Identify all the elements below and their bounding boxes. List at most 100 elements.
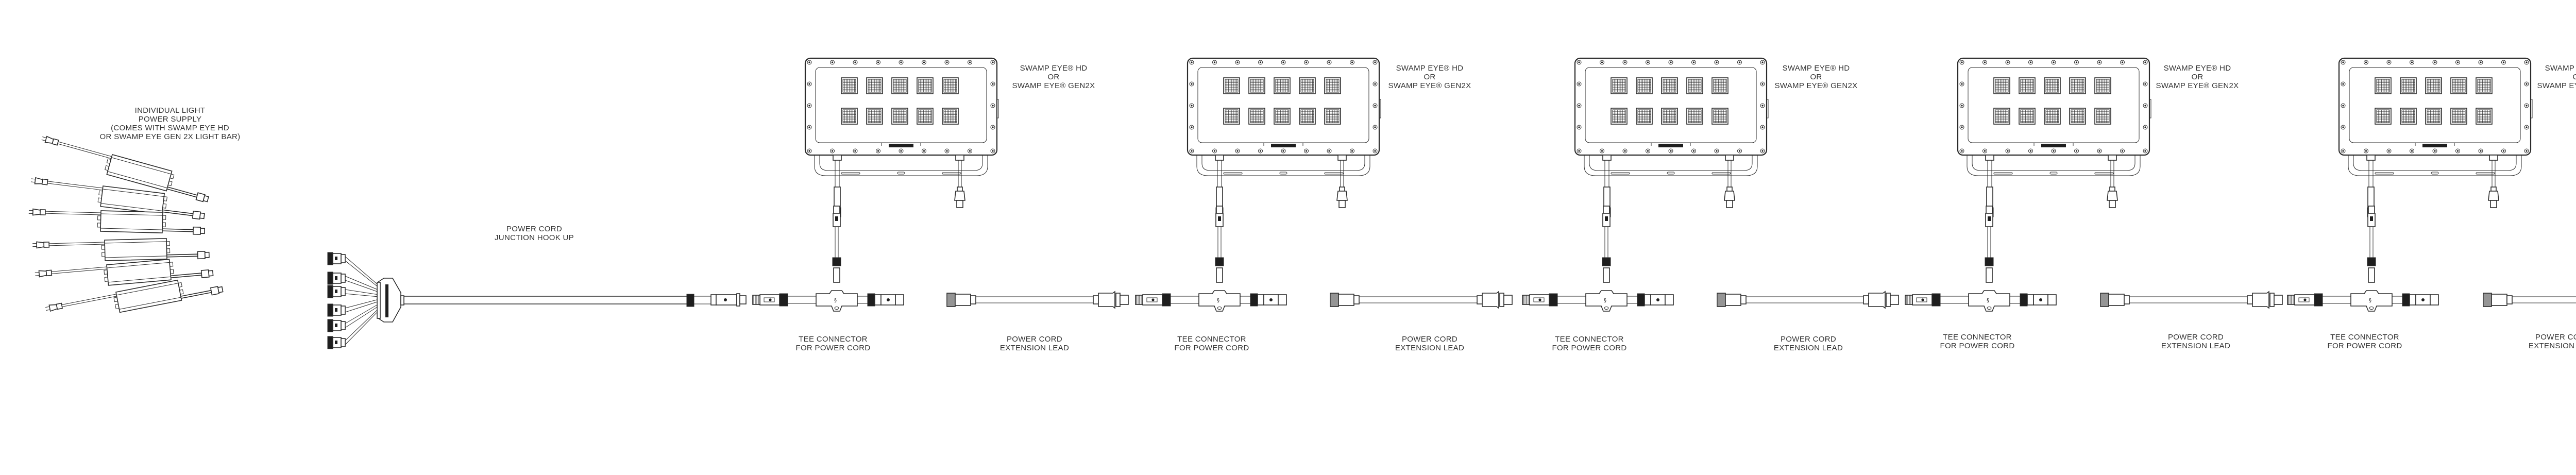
led-module [1661, 108, 1678, 125]
male-connector [1477, 291, 1513, 309]
tee-label-3: TEE CONNECTOR FOR POWER CORD [1552, 335, 1627, 352]
threaded-connector [1717, 293, 1747, 307]
female-connector [2287, 293, 2323, 307]
tee-label-1: TEE CONNECTOR FOR POWER CORD [795, 335, 871, 352]
male-connector [1863, 291, 1899, 309]
power-supply-4 [32, 238, 210, 261]
led-module [2450, 77, 2467, 94]
led-module [1274, 108, 1291, 125]
female-connector [752, 293, 788, 307]
light-label-2: SWAMP EYE® HD OR SWAMP EYE® GEN2X [1388, 64, 1471, 90]
led-module [1324, 108, 1341, 125]
power-supply-1 [41, 135, 209, 202]
led-module [1223, 77, 1240, 94]
extension-lead-3 [1717, 291, 1899, 309]
threaded-connector [946, 293, 976, 307]
light-label-3: SWAMP EYE® HD OR SWAMP EYE® GEN2X [1774, 64, 1858, 90]
junction-input-lead-4 [327, 299, 379, 317]
tee-connector-1: § [752, 206, 904, 312]
led-module [2450, 108, 2467, 125]
extension-lead-4 [2100, 291, 2283, 309]
led-module [1661, 77, 1678, 94]
led-module [1993, 77, 2010, 94]
led-module [942, 108, 959, 125]
led-module [2069, 108, 2086, 125]
led-module [2425, 108, 2442, 125]
tee-connector-5: § [2287, 206, 2439, 312]
tee-connector-4: § [1905, 206, 2057, 312]
led-module [866, 108, 883, 125]
main-power-cable [404, 293, 747, 307]
svg-text:§: § [1217, 298, 1219, 303]
svg-text:§: § [1987, 298, 1989, 303]
junction-box [377, 278, 401, 323]
svg-text:§: § [2369, 298, 2371, 303]
led-module [2019, 77, 2036, 94]
light-housing [1957, 57, 2150, 156]
junction-input-lead-3 [327, 285, 379, 298]
led-module [2400, 77, 2417, 94]
light-housing [2338, 57, 2532, 156]
led-module [2476, 77, 2493, 94]
light-bar-5 [2338, 57, 2533, 217]
light-bar-4 [1957, 57, 2151, 217]
junction-label: POWER CORD JUNCTION HOOK UP [495, 225, 574, 242]
light-housing [1574, 57, 1768, 156]
extension-label-1: POWER CORD EXTENSION LEAD [999, 335, 1070, 352]
threaded-connector [1330, 293, 1360, 307]
extension-label-4: POWER CORD EXTENSION LEAD [2161, 333, 2231, 350]
led-module [2375, 77, 2392, 94]
led-module [2044, 77, 2061, 94]
light-bar-2 [1187, 57, 1381, 217]
extension-lead-5 [2483, 293, 2576, 307]
light-housing [1187, 57, 1380, 156]
light-bar-3 [1574, 57, 1769, 217]
led-module [891, 77, 908, 94]
led-module [2019, 108, 2036, 125]
light-label-5: SWAMP EYE® HD OR SWAMP EYE® GEN2X [2537, 64, 2576, 90]
brand-logo [1271, 144, 1296, 147]
extension-label-3: POWER CORD EXTENSION LEAD [1773, 335, 1843, 352]
tee-connectors: § § § § § [752, 206, 2439, 312]
led-module [841, 77, 858, 94]
brand-logo [889, 144, 913, 147]
svg-text:§: § [834, 298, 837, 303]
led-module [1248, 77, 1265, 94]
power-supply-6 [45, 279, 224, 313]
light-bars [804, 57, 2533, 217]
female-connector [1905, 293, 1941, 307]
led-module [942, 77, 959, 94]
junction-input-lead-5 [327, 303, 379, 332]
power-supply-3 [28, 208, 205, 235]
female-connector [1522, 293, 1558, 307]
extension-lead-2 [1330, 291, 1513, 309]
led-module [891, 108, 908, 125]
power-supply-2 [30, 177, 205, 220]
brand-logo [2422, 144, 2447, 147]
led-module [1993, 108, 2010, 125]
power-supply-5 [35, 259, 214, 286]
tee-label-5: TEE CONNECTOR FOR POWER CORD [2327, 333, 2402, 350]
power-cord-junction [327, 252, 404, 349]
led-module [866, 77, 883, 94]
brand-logo [1658, 144, 1683, 147]
junction-logo [385, 284, 388, 317]
female-connector [1135, 293, 1171, 307]
extension-lead-1 [946, 291, 1129, 309]
led-module [2425, 77, 2442, 94]
led-module [2094, 77, 2111, 94]
male-connector [2247, 291, 2283, 309]
threaded-connector [2100, 293, 2130, 307]
power-supply-label: INDIVIDUAL LIGHT POWER SUPPLY (COMES WIT… [99, 106, 241, 141]
junction-input-lead-1 [327, 252, 379, 288]
led-module [2044, 108, 2061, 125]
light-label-1: SWAMP EYE® HD OR SWAMP EYE® GEN2X [1012, 64, 1095, 90]
junction-input-lead-2 [327, 272, 379, 293]
tee-connector-3: § [1522, 206, 1674, 312]
led-module [1248, 108, 1265, 125]
led-module [2400, 108, 2417, 125]
led-module [2094, 108, 2111, 125]
led-module [1299, 108, 1316, 125]
led-module [1636, 108, 1653, 125]
